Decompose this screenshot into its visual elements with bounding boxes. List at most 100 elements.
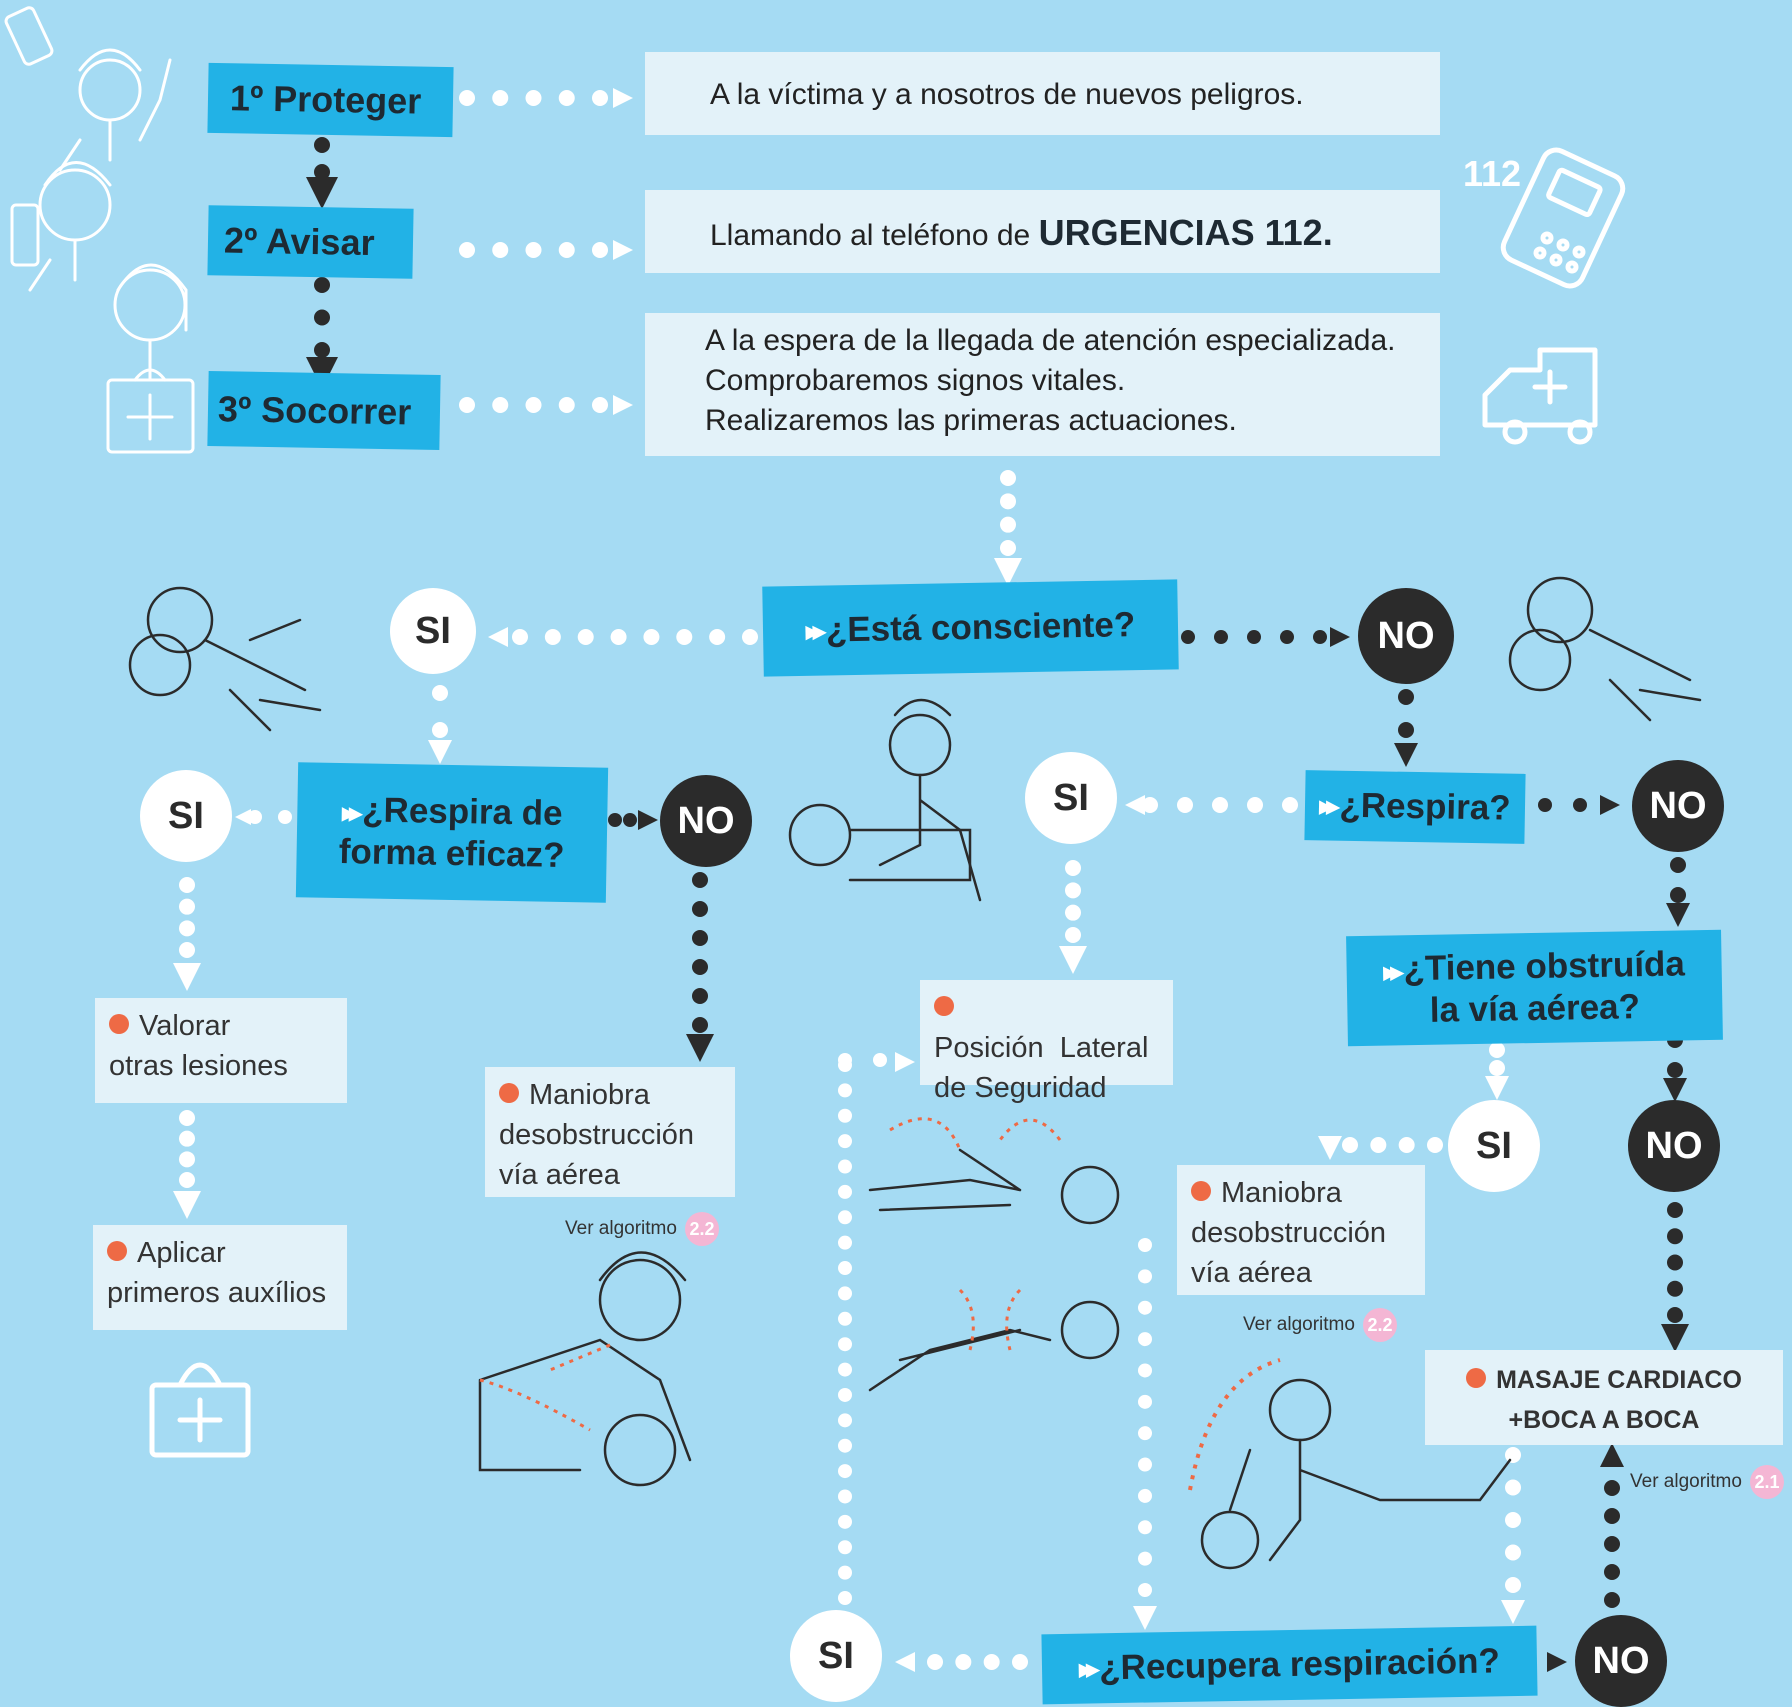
step-help-label: 3º Socorrer [207, 370, 441, 451]
dots-breathe-yes [1142, 797, 1298, 813]
dots-no-to-cpr [1667, 1202, 1683, 1323]
arrow-protect [613, 88, 633, 108]
question-breathing: ▸▸¿Respira? [1304, 770, 1526, 844]
back-blow-illustration [1200, 1378, 1512, 1570]
arrow-no-to-cpr [1661, 1324, 1689, 1352]
ambulance-icon [1482, 347, 1598, 445]
arrow-assess-to-apply [173, 1191, 201, 1219]
first-aid-kit-icon [149, 1362, 251, 1458]
bullet-icon [1191, 1181, 1211, 1202]
action-airway-maneuver-left: Maniobra desobstrucción vía aérea [485, 1067, 735, 1197]
bullet-icon [107, 1241, 127, 1262]
dots-protect [459, 90, 608, 106]
question-airway-obstructed: ▸▸¿Tiene obstruída la vía aérea? [1346, 929, 1723, 1047]
question-breathing-effectively: ▸▸¿Respira de forma eficaz? [295, 762, 609, 903]
arrow-no-to-airway [1666, 903, 1690, 927]
arrow-recover-yes-loop [895, 1052, 915, 1072]
patient-illustration-right [1508, 576, 1702, 722]
arrow-no-to-breathe [1394, 743, 1418, 767]
bullet-icon [934, 996, 954, 1017]
dots-maneuver-to-recover [1138, 1238, 1152, 1597]
dots-cpr-to-recover [1505, 1447, 1521, 1593]
algorithm-badge: 2.1 [1749, 1465, 1784, 1499]
answer-yes-breathing-effectively: SI [140, 770, 232, 862]
arrow-conscious-no [1330, 627, 1350, 647]
dots-recover-no-up [1604, 1480, 1620, 1608]
algorithm-badge: 2.2 [1362, 1308, 1397, 1342]
step-help-description: A la espera de la llegada de atención es… [645, 313, 1440, 456]
arrow-to-conscious [994, 558, 1022, 586]
action-recovery-position: Posición Lateral de Seguridad [920, 980, 1173, 1104]
answer-no-airway: NO [1628, 1100, 1720, 1192]
arrow-help [613, 395, 633, 415]
arrow-breathe-yes [1125, 795, 1145, 815]
heimlich-illustration [478, 1251, 692, 1487]
dots-help-to-conscious [1000, 470, 1016, 556]
arrow-step1-2 [306, 177, 338, 209]
answer-no-recovers: NO [1575, 1615, 1667, 1707]
answer-no-breathing-effectively: NO [660, 775, 752, 867]
dots-yes-to-recovery [1065, 860, 1081, 943]
dots-breathe-no [1538, 798, 1587, 812]
arrow-recover-no [1547, 1652, 1567, 1672]
dots-no-to-breathe [1398, 689, 1414, 738]
step-alert-description: Llamando al teléfono de URGENCIAS 112. [645, 190, 1440, 273]
arrow-recover-yes [895, 1652, 915, 1672]
dots-recover-yes-loop [838, 1058, 852, 1605]
dots-breathe-eff-no [608, 813, 637, 827]
step-protect-description: A la víctima y a nosotros de nuevos peli… [645, 52, 1440, 135]
arrow-maneuver-to-recover [1133, 1606, 1157, 1630]
bullet-icon [499, 1083, 519, 1104]
step-protect-label: 1º Proteger [207, 62, 454, 138]
dots-recover-yes [927, 1654, 1028, 1670]
dots-breathe-eff-yes [248, 810, 292, 824]
dots-airway-yes [1489, 1042, 1505, 1076]
dots-yes-to-assess [179, 877, 195, 958]
answer-yes-conscious: SI [390, 588, 476, 674]
rescuers-group-illustration [4, 6, 195, 454]
recovery-position-illustration-1 [868, 1148, 1120, 1225]
arrow-yes-to-recovery [1059, 946, 1087, 974]
bullet-icon [109, 1014, 129, 1035]
back-blow-arrow [1188, 1358, 1281, 1491]
dots-conscious-no [1181, 630, 1327, 644]
step-alert-label: 2º Avisar [207, 205, 414, 279]
arrow-yes-to-assess [173, 963, 201, 991]
recovery-position-illustration-2 [868, 1300, 1120, 1392]
dots-yes-to-breathe-eff [432, 685, 448, 738]
movement-arrows-1 [889, 1117, 1062, 1151]
answer-no-breathing: NO [1632, 760, 1724, 852]
answer-yes-breathing: SI [1025, 752, 1117, 844]
arrow-airway-no [1663, 1078, 1687, 1102]
arrow-airway-yes [1485, 1076, 1509, 1100]
arrow-breathe-no [1600, 795, 1620, 815]
arrow-breathe-eff-no [638, 810, 658, 830]
check-breathing-illustration [788, 698, 982, 902]
arrow-yes-to-breathe-eff [428, 740, 452, 764]
question-conscious: ▸▸¿Está consciente? [762, 579, 1179, 677]
arrow-alert [613, 240, 633, 260]
dots-no-to-maneuver [692, 872, 708, 1033]
dots-no-to-airway [1670, 857, 1686, 903]
action-cpr: MASAJE CARDIACO +BOCA A BOCA [1425, 1350, 1783, 1445]
arrow-yes-to-maneuver-right [1318, 1136, 1342, 1160]
dots-recover-yes-loop-h [838, 1053, 887, 1067]
phone-number-label: 112 [1463, 153, 1522, 194]
mobile-phone-icon [1500, 147, 1626, 289]
action-airway-maneuver-right: Maniobra desobstrucción vía aérea [1177, 1165, 1425, 1295]
dots-yes-to-maneuver-right [1342, 1137, 1443, 1153]
dots-step1-2 [314, 137, 330, 180]
dots-alert [459, 242, 608, 258]
arrow-conscious-yes [488, 627, 508, 647]
answer-yes-recovers: SI [790, 1610, 882, 1702]
arrow-recover-no-up [1600, 1443, 1624, 1467]
dots-step2-3 [314, 277, 330, 358]
arrow-no-to-maneuver [686, 1034, 714, 1062]
arrow-breathe-eff-yes [235, 809, 251, 825]
